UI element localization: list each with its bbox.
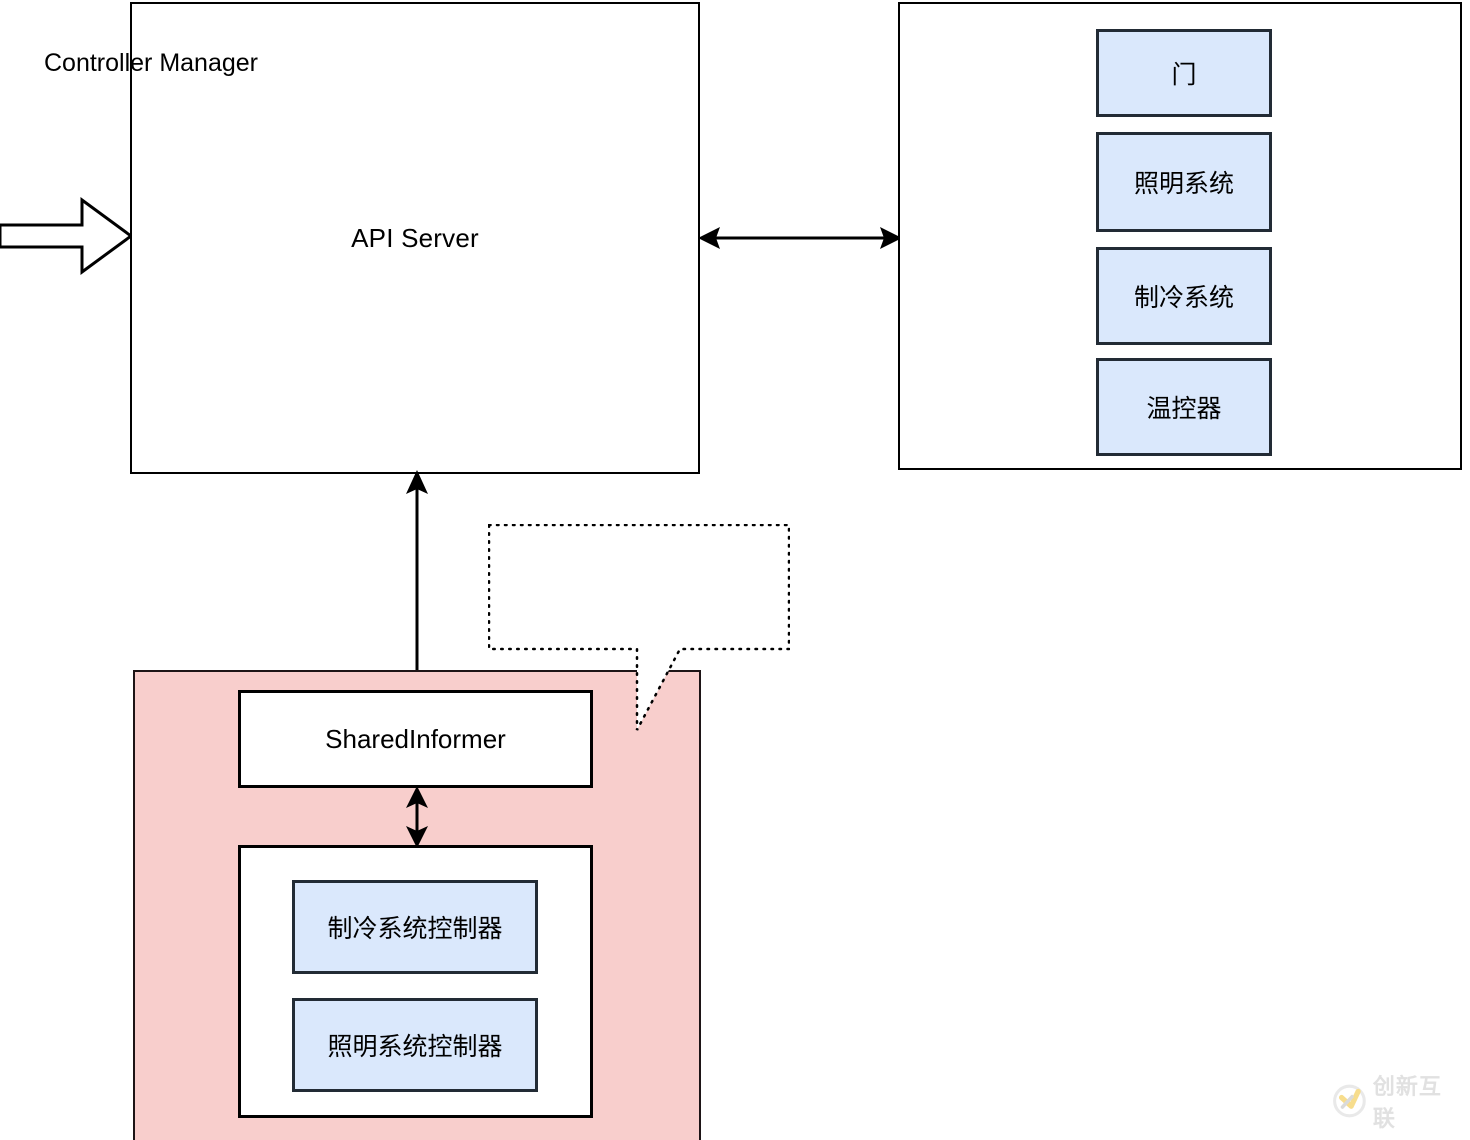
device-label: 制冷系统 — [1133, 284, 1234, 312]
watermark-text: 创新互联 — [1372, 1074, 1442, 1131]
device-label: 温控器 — [1146, 395, 1222, 423]
device-box-cooling[interactable]: 制冷系统 — [1096, 247, 1272, 345]
device-box-thermostat[interactable]: 温控器 — [1096, 358, 1272, 456]
controllers-container: 制冷系统控制器 照明系统控制器 — [238, 845, 593, 1118]
circle-check-logo-icon — [1333, 1084, 1366, 1118]
controller-manager-callout — [488, 524, 790, 731]
double-arrow-horizontal-icon — [698, 227, 902, 249]
watermark: 创新互联 — [1332, 1074, 1462, 1131]
shared-informer-label: SharedInformer — [325, 723, 506, 754]
device-box-lighting[interactable]: 照明系统 — [1096, 132, 1272, 232]
device-label: 照明系统 — [1133, 170, 1234, 198]
controller-label: 制冷系统控制器 — [327, 915, 503, 943]
double-arrow-vertical-icon — [406, 786, 428, 848]
controller-box-cooling[interactable]: 制冷系统控制器 — [292, 880, 538, 974]
shared-informer-box[interactable]: SharedInformer — [238, 690, 593, 788]
api-server-label: API Server — [351, 222, 479, 253]
device-label: 门 — [1171, 61, 1197, 89]
api-server-box: API Server — [130, 2, 700, 474]
double-arrow-vertical-icon — [406, 470, 428, 696]
devices-panel: 门 照明系统 制冷系统 温控器 — [898, 2, 1462, 470]
controller-label: 照明系统控制器 — [327, 1033, 503, 1061]
device-box-door[interactable]: 门 — [1096, 29, 1272, 117]
block-arrow-right-icon — [0, 197, 134, 275]
controller-box-lighting[interactable]: 照明系统控制器 — [292, 998, 538, 1092]
